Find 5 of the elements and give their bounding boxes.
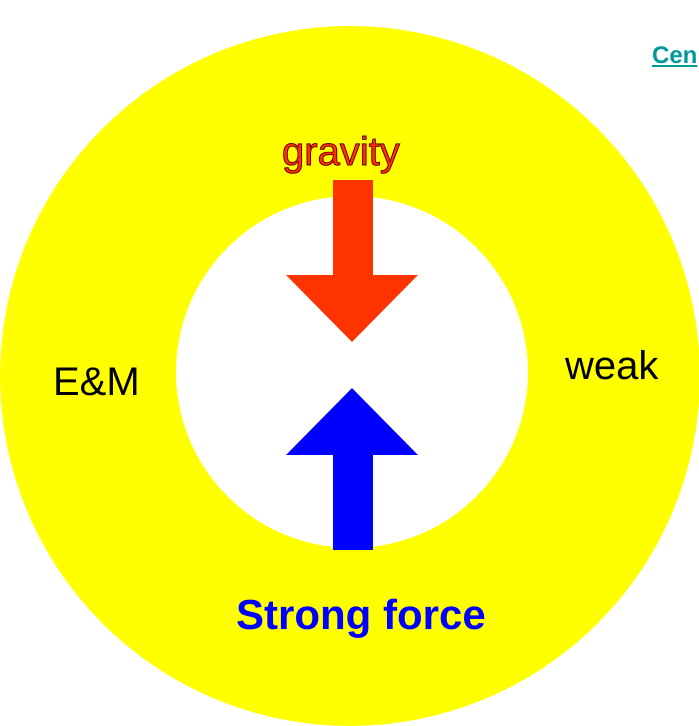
- force-label: weak: [565, 346, 658, 386]
- force-label: Strong force: [236, 594, 486, 636]
- force-label: gravity: [282, 132, 400, 172]
- force-label: E&M: [53, 362, 140, 402]
- link-text: Cen: [652, 44, 698, 68]
